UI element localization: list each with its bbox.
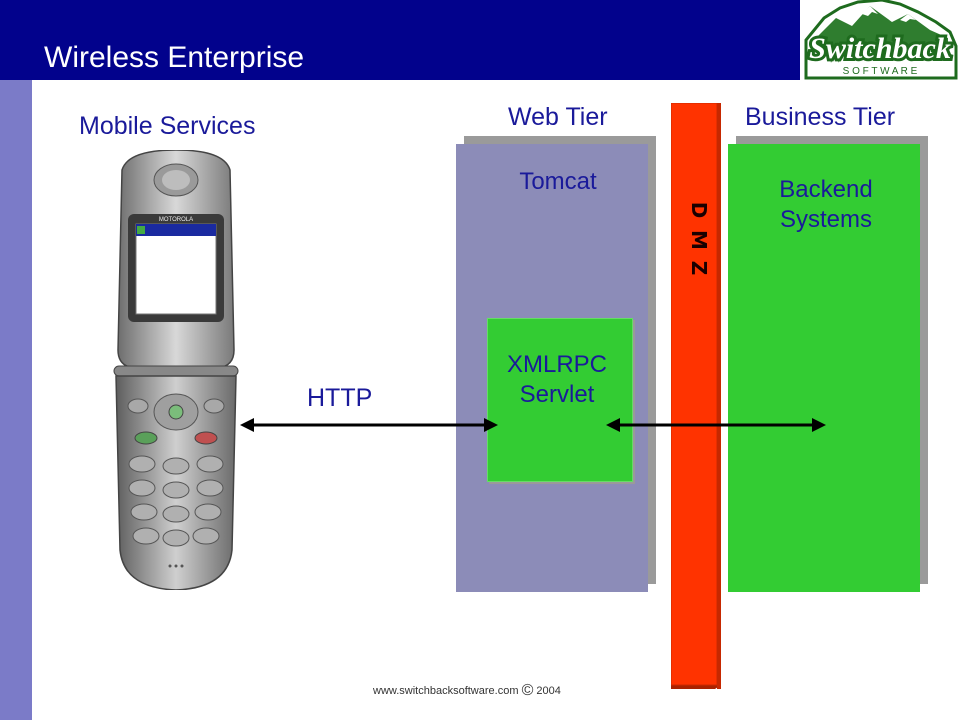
mic-holes (168, 564, 184, 568)
backend-systems-container (728, 144, 920, 592)
copyright-symbol: © (521, 682, 534, 699)
phone-screen (135, 223, 217, 315)
xmlrpc-servlet-box (487, 318, 633, 482)
mobile-services-label: Mobile Services (79, 112, 256, 140)
servlet-label-line2: Servlet (519, 381, 595, 408)
backend-label-line2: Systems (779, 206, 872, 233)
business-tier-label: Business Tier (745, 103, 896, 131)
servlet-label-line1: XMLRPC (506, 351, 608, 378)
web-tier-label: Web Tier (508, 103, 608, 131)
servlet-backend-arrow (606, 418, 826, 432)
mountain-shape (812, 6, 948, 50)
end-key (194, 431, 218, 445)
flip-phone-image: MOTOROLA (108, 149, 244, 591)
http-label: HTTP (307, 384, 373, 412)
logo-wordmark: Switchback (809, 32, 951, 65)
slide-title: Wireless Enterprise (44, 41, 305, 74)
logo-subtitle: S O F T W A R E (843, 66, 918, 77)
number-keys (128, 455, 224, 547)
header-bar (0, 0, 800, 80)
footer-year: 2004 (536, 685, 561, 697)
left-accent-bar (0, 80, 32, 720)
call-key (134, 431, 158, 445)
dmz-wall (670, 102, 721, 689)
logo-graphic: Switchback S O F T W A R E (804, 0, 958, 80)
backend-label-line1: Backend (779, 176, 873, 203)
footer: www.switchbacksoftware.com © 2004 (373, 682, 561, 700)
phone-brand: MOTOROLA (159, 217, 193, 223)
tomcat-label: Tomcat (519, 168, 597, 195)
switchback-logo: Switchback S O F T W A R E (800, 0, 960, 80)
footer-url: www.switchbacksoftware.com (373, 685, 519, 697)
http-arrow (240, 418, 498, 432)
